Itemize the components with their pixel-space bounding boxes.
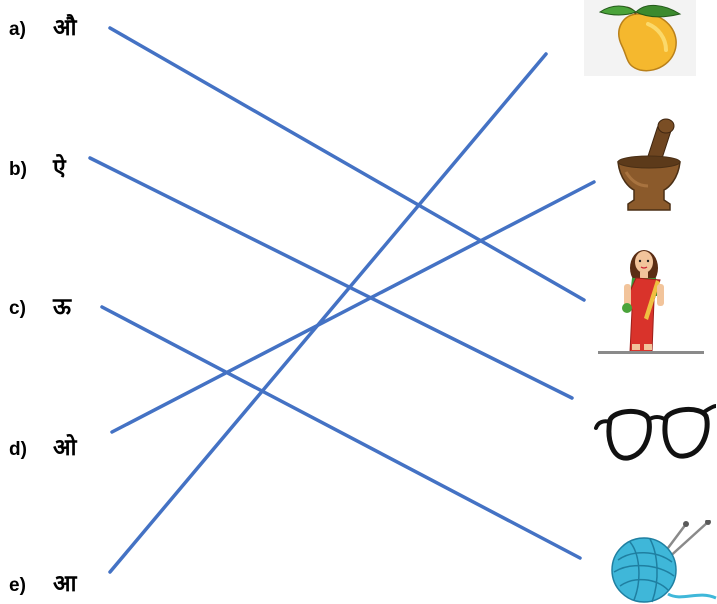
item-glyph: ऐ (53, 155, 66, 181)
item-letter: d) (9, 439, 27, 460)
match-line[interactable] (100, 305, 582, 560)
item-e: e) आ (9, 566, 77, 598)
item-a: a) औ (9, 10, 77, 42)
item-c: c) ऊ (9, 289, 71, 321)
yarn-ball-icon (611, 520, 717, 603)
item-glyph: ओ (53, 435, 77, 461)
woman-saree-icon (598, 250, 704, 354)
eyeglasses-icon (594, 404, 716, 461)
item-glyph: ऊ (53, 294, 72, 320)
item-letter: e) (9, 575, 26, 596)
item-letter: b) (9, 159, 27, 180)
item-letter: a) (9, 19, 26, 40)
item-glyph: औ (53, 15, 77, 41)
item-letter: c) (9, 298, 26, 319)
item-d: d) ओ (9, 430, 77, 462)
match-line[interactable] (110, 180, 596, 434)
match-line[interactable] (108, 52, 548, 574)
match-line[interactable] (108, 26, 586, 302)
match-line[interactable] (88, 156, 574, 400)
item-b: b) ऐ (9, 150, 66, 182)
item-glyph: आ (53, 571, 77, 597)
mortar-pestle-icon (617, 118, 681, 211)
mango-icon (598, 5, 682, 72)
